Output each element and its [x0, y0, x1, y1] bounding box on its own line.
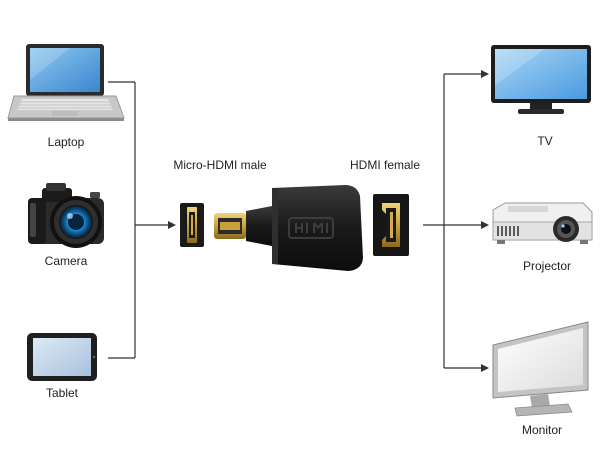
hdmi-female-label: HDMI female	[349, 158, 420, 172]
hdmi-adapter-icon	[214, 185, 363, 271]
tablet-label: Tablet	[45, 386, 79, 400]
micro-hdmi-port-icon	[180, 203, 204, 247]
monitor-icon	[492, 321, 589, 417]
tablet-icon	[27, 333, 97, 381]
laptop-label: Laptop	[47, 135, 85, 149]
hdmi-female-port-icon	[373, 194, 409, 256]
laptop-icon	[7, 44, 125, 121]
monitor-label: Monitor	[521, 423, 562, 437]
tv-label: TV	[537, 134, 553, 148]
tv-icon	[491, 45, 591, 114]
micro-hdmi-male-label: Micro-HDMI male	[173, 158, 267, 172]
projector-icon	[492, 202, 593, 244]
projector-label: Projector	[522, 259, 572, 273]
projector-arrow-icon	[481, 221, 489, 229]
camera-label: Camera	[44, 254, 88, 268]
monitor-arrow-icon	[481, 364, 489, 372]
source-connector-lines	[108, 81, 170, 359]
tv-arrow-icon	[481, 70, 489, 78]
target-connector-lines	[423, 73, 482, 369]
source-arrow-icon	[168, 221, 176, 229]
camera-icon	[28, 183, 104, 248]
